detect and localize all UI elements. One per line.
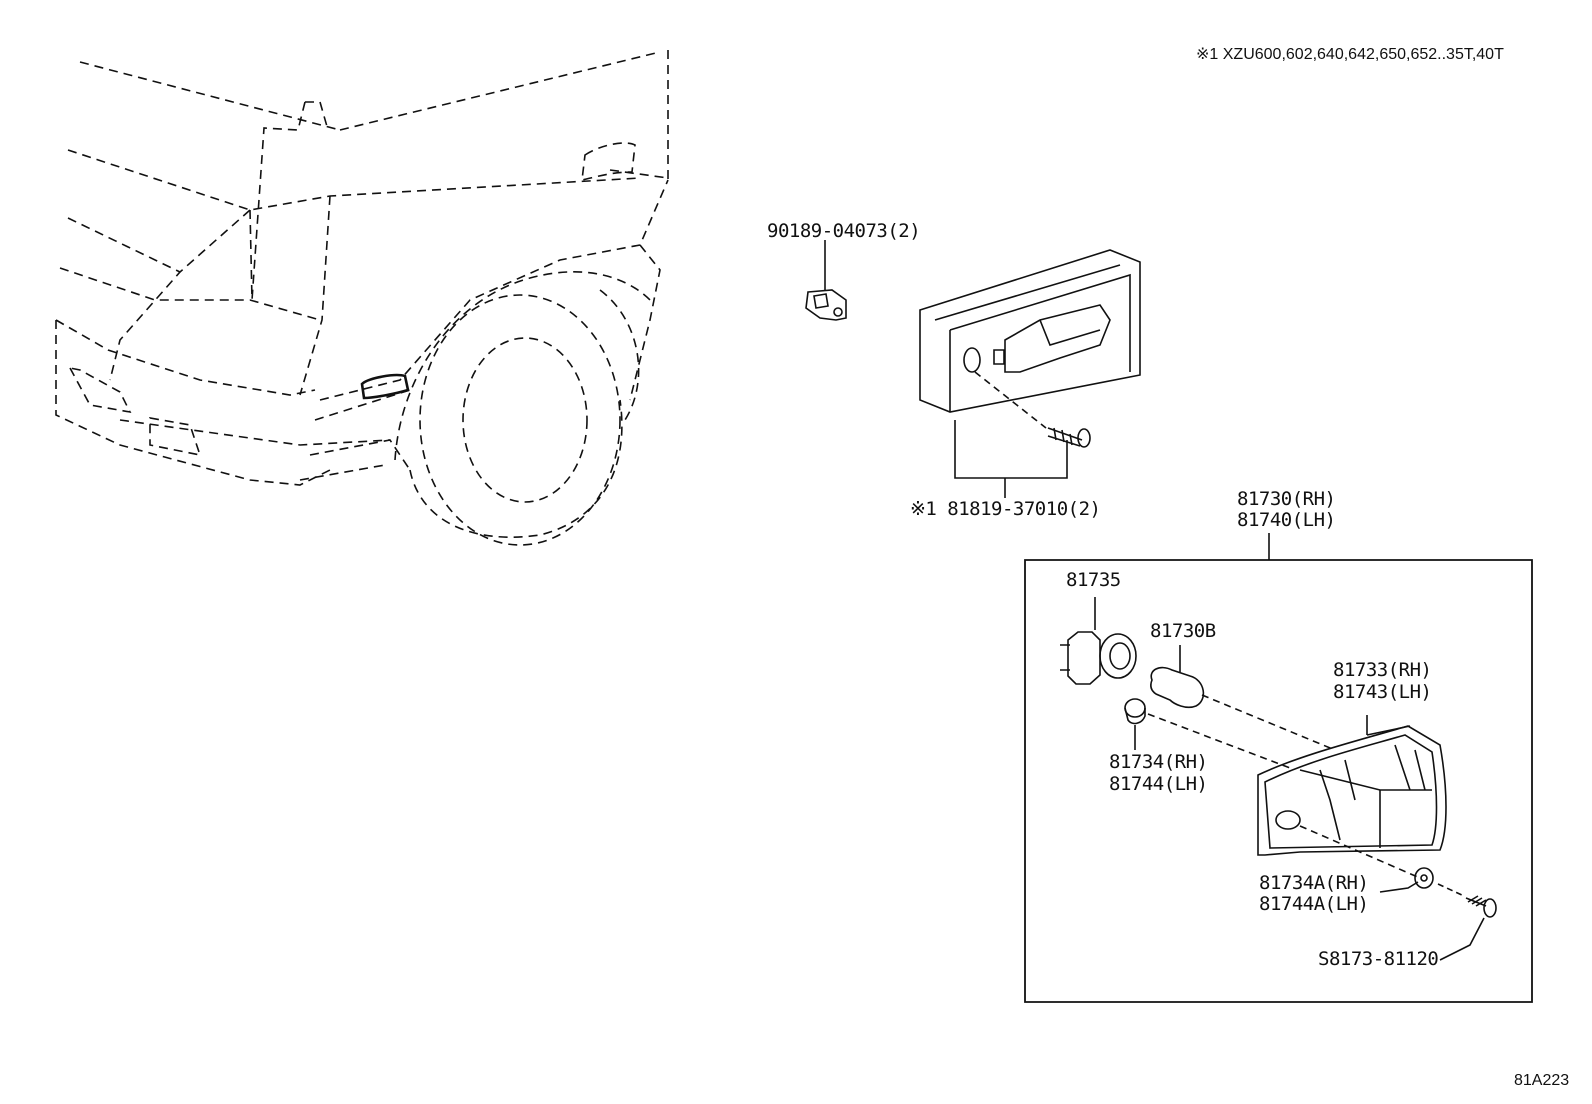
model-note: ※1 XZU600,602,640,642,650,652..35T,40T: [1196, 46, 1504, 63]
bracket-part: [920, 250, 1140, 498]
clip-part: [806, 240, 846, 320]
part-label-assembly-rh[interactable]: 81730(RH): [1237, 488, 1336, 510]
part-label-assembly-lh[interactable]: 81740(LH): [1237, 509, 1336, 531]
part-label-screw-main[interactable]: ※1 81819-37010(2): [910, 498, 1101, 520]
part-label-socket[interactable]: 81735: [1066, 569, 1121, 591]
part-label-lens-lh[interactable]: 81743(LH): [1333, 681, 1432, 703]
part-label-gasket-lh[interactable]: 81744(LH): [1109, 773, 1208, 795]
bulb-part: [1151, 645, 1335, 750]
part-label-washer-lh[interactable]: 81744A(LH): [1259, 893, 1369, 915]
part-label-clip[interactable]: 90189-04073(2): [767, 220, 921, 242]
side-marker-location: [362, 375, 408, 398]
part-label-gasket-rh[interactable]: 81734(RH): [1109, 751, 1208, 773]
part-label-bulb[interactable]: 81730B: [1150, 620, 1216, 642]
part-label-lens-rh[interactable]: 81733(RH): [1333, 659, 1432, 681]
part-label-screw-lens[interactable]: S8173-81120: [1318, 948, 1439, 970]
gasket-part: [1125, 699, 1290, 768]
wheel-outline: [395, 272, 650, 545]
socket-part: [1060, 597, 1136, 684]
washer-screw-part: [1300, 826, 1496, 960]
diagram-id: 81A223: [1514, 1072, 1570, 1089]
truck-cab-outline: [56, 50, 668, 485]
lens-part: [1258, 715, 1446, 855]
assembly-box: [1025, 560, 1532, 1002]
part-label-washer-rh[interactable]: 81734A(RH): [1259, 872, 1369, 894]
